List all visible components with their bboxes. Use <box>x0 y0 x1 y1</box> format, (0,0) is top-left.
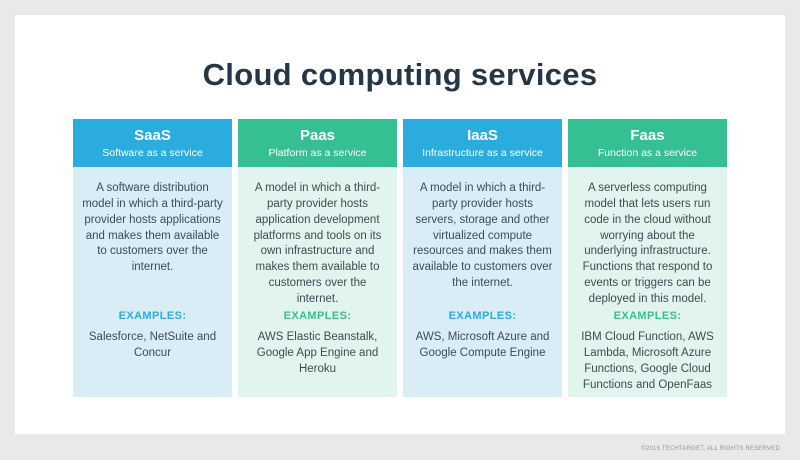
page-title: Cloud computing services <box>202 57 598 92</box>
examples-label: EXAMPLES: <box>118 310 187 322</box>
column-body: A software distribution model in which a… <box>73 167 232 397</box>
service-description: A model in which a third-party provider … <box>412 182 553 290</box>
examples-label: EXAMPLES: <box>283 310 352 322</box>
service-column-paas: Paas Platform as a service A model in wh… <box>238 119 397 397</box>
examples-list: IBM Cloud Function, AWS Lambda, Microsof… <box>581 331 714 391</box>
columns-container: SaaS Software as a service A software di… <box>15 119 785 397</box>
service-description: A software distribution model in which a… <box>82 182 223 274</box>
service-subtitle: Software as a service <box>102 147 203 159</box>
service-description: A serverless computing model that lets u… <box>582 182 713 306</box>
service-column-saas: SaaS Software as a service A software di… <box>73 119 232 397</box>
copyright-text: ©2015 TECHTARGET, ALL RIGHTS RESERVED <box>641 446 780 452</box>
examples-label: EXAMPLES: <box>613 310 682 322</box>
service-subtitle: Platform as a service <box>268 147 367 159</box>
examples-list: Salesforce, NetSuite and Concur <box>88 331 217 360</box>
service-name: Faas <box>630 127 665 144</box>
column-body: A model in which a third-party provider … <box>403 167 562 397</box>
service-column-faas: Faas Function as a service A serverless … <box>568 119 727 397</box>
service-subtitle: Function as a service <box>597 147 698 159</box>
examples-label: EXAMPLES: <box>448 310 517 322</box>
column-body: A serverless computing model that lets u… <box>568 167 727 397</box>
service-name: SaaS <box>134 127 171 144</box>
service-description: A model in which a third-party provider … <box>253 182 382 306</box>
service-subtitle: Infrastructure as a service <box>422 147 543 159</box>
service-column-iaas: IaaS Infrastructure as a service A model… <box>403 119 562 397</box>
examples-list: AWS, Microsoft Azure and Google Compute … <box>415 331 550 360</box>
column-body: A model in which a third-party provider … <box>238 167 397 397</box>
infographic-card: Cloud computing services SaaS Software a… <box>15 15 785 434</box>
column-header: IaaS Infrastructure as a service <box>403 119 562 167</box>
column-header: Faas Function as a service <box>568 119 727 167</box>
column-header: Paas Platform as a service <box>238 119 397 167</box>
column-header: SaaS Software as a service <box>73 119 232 167</box>
service-name: IaaS <box>467 127 498 144</box>
examples-list: AWS Elastic Beanstalk, Google App Engine… <box>256 331 379 375</box>
service-name: Paas <box>299 127 336 144</box>
